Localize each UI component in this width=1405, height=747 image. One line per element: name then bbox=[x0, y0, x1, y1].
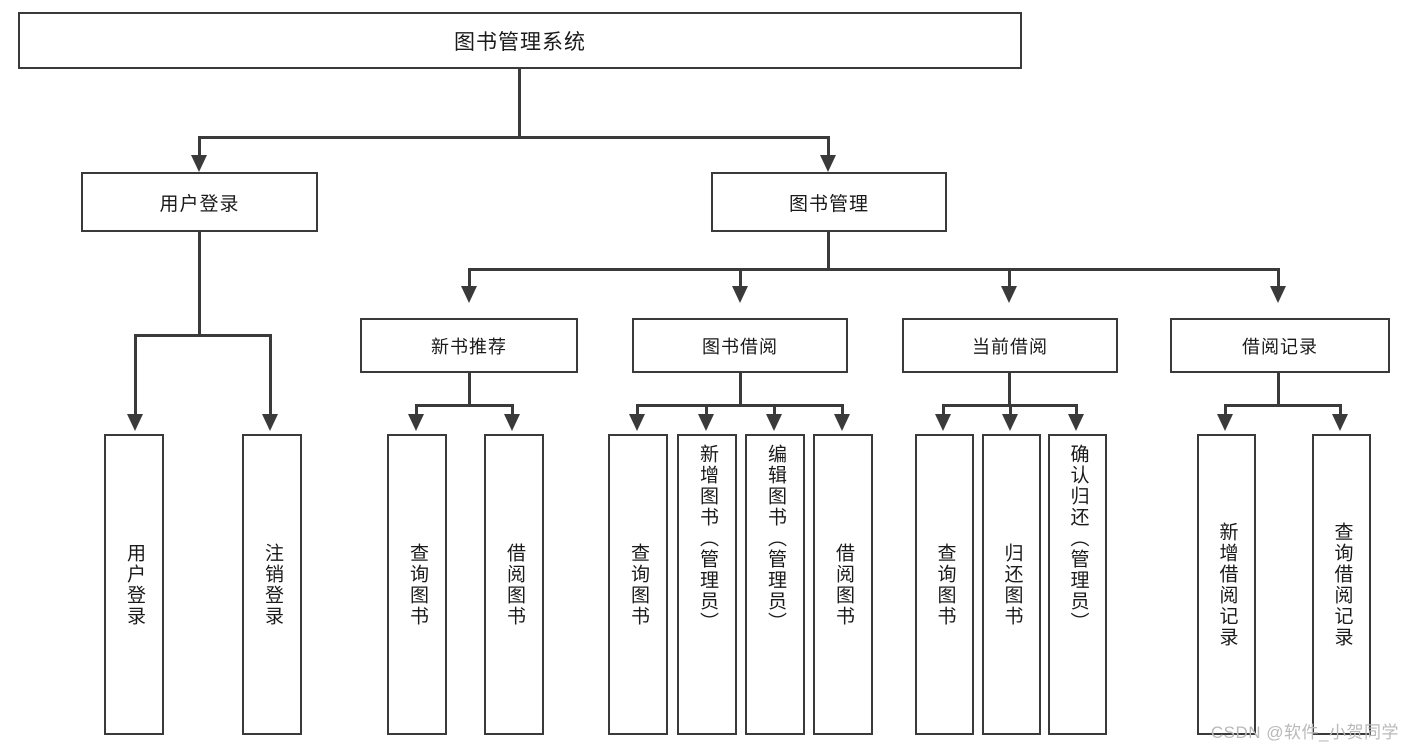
node-user-login-label: 用户登录 bbox=[159, 193, 240, 215]
leaf-edit-book-label: 编辑图书（管理员） bbox=[764, 444, 786, 633]
node-book-manage[interactable]: 图书管理 bbox=[711, 172, 947, 232]
node-book-manage-label: 图书管理 bbox=[788, 193, 869, 215]
arrowhead-query-book-1 bbox=[408, 414, 424, 431]
node-current-borrow[interactable]: 当前借阅 bbox=[902, 318, 1118, 373]
arrowhead-borrow-record bbox=[1270, 286, 1286, 303]
arrowhead-borrow-book-2 bbox=[834, 414, 850, 431]
arrowhead-edit-book bbox=[766, 414, 782, 431]
connector-root-to-user-login bbox=[198, 136, 201, 158]
node-user-login[interactable]: 用户登录 bbox=[81, 172, 318, 232]
connector-current-borrow-c2 bbox=[1009, 404, 1012, 416]
leaf-add-borrow-record-label: 新增借阅记录 bbox=[1216, 521, 1238, 648]
arrowhead-current-borrow bbox=[1001, 286, 1017, 303]
leaf-return-book-label: 归还图书 bbox=[1001, 542, 1023, 627]
leaf-query-book-newbook-label: 查询图书 bbox=[406, 542, 428, 627]
connector-root-to-book-manage bbox=[827, 136, 830, 158]
arrowhead-query-book-3 bbox=[935, 414, 951, 431]
connector-borrow-record-stem bbox=[1277, 373, 1280, 406]
connector-new-book-c2 bbox=[511, 404, 514, 416]
connector-borrow-record-bar bbox=[1224, 404, 1342, 407]
connector-user-login-stem bbox=[198, 232, 201, 336]
connector-new-book-stem bbox=[468, 373, 471, 406]
leaf-user-login[interactable]: 用户登录 bbox=[104, 434, 164, 735]
arrowhead-root-to-user-login bbox=[191, 155, 207, 172]
connector-user-login-right bbox=[269, 334, 272, 416]
connector-user-login-left bbox=[134, 334, 137, 416]
connector-borrow-record-c1 bbox=[1224, 404, 1227, 416]
node-new-book-recommend[interactable]: 新书推荐 bbox=[360, 318, 578, 373]
node-borrow-record[interactable]: 借阅记录 bbox=[1170, 318, 1390, 373]
node-root-label: 图书管理系统 bbox=[454, 30, 586, 54]
leaf-query-borrow-record-label: 查询借阅记录 bbox=[1331, 521, 1353, 648]
arrowhead-confirm-return bbox=[1068, 414, 1084, 431]
leaf-add-book[interactable]: 新增图书（管理员） bbox=[677, 434, 737, 735]
connector-book-borrow-stem bbox=[739, 373, 742, 406]
leaf-borrow-book-newbook-label: 借阅图书 bbox=[503, 542, 525, 627]
arrowhead-query-record bbox=[1332, 414, 1348, 431]
leaf-logout[interactable]: 注销登录 bbox=[242, 434, 302, 735]
connector-to-book-borrow bbox=[739, 268, 742, 288]
connector-new-book-c1 bbox=[415, 404, 418, 416]
leaf-query-book-borrow[interactable]: 查询图书 bbox=[608, 434, 668, 735]
node-book-borrow-label: 图书借阅 bbox=[702, 336, 778, 357]
arrowhead-borrow-book-1 bbox=[504, 414, 520, 431]
leaf-borrow-book[interactable]: 借阅图书 bbox=[813, 434, 873, 735]
arrowhead-add-record bbox=[1217, 414, 1233, 431]
connector-to-borrow-record bbox=[1277, 268, 1280, 288]
arrowhead-leaf-logout bbox=[262, 414, 278, 431]
node-new-book-recommend-label: 新书推荐 bbox=[431, 336, 507, 357]
connector-user-login-bar bbox=[134, 334, 272, 337]
connector-book-borrow-c1 bbox=[636, 404, 639, 416]
connector-current-borrow-c3 bbox=[1075, 404, 1078, 416]
connector-current-borrow-c1 bbox=[942, 404, 945, 416]
connector-root-bar bbox=[198, 136, 830, 139]
arrowhead-query-book-2 bbox=[629, 414, 645, 431]
leaf-query-book-current-label: 查询图书 bbox=[934, 542, 956, 627]
leaf-borrow-book-label: 借阅图书 bbox=[832, 542, 854, 627]
arrowhead-return-book bbox=[1002, 414, 1018, 431]
arrowhead-new-book bbox=[461, 286, 477, 303]
node-current-borrow-label: 当前借阅 bbox=[972, 336, 1048, 357]
node-book-borrow[interactable]: 图书借阅 bbox=[632, 318, 848, 373]
arrowhead-book-borrow bbox=[732, 286, 748, 303]
connector-borrow-record-c2 bbox=[1339, 404, 1342, 416]
connector-book-manage-stem bbox=[827, 232, 830, 271]
node-borrow-record-label: 借阅记录 bbox=[1242, 336, 1318, 357]
connector-book-manage-bar bbox=[468, 268, 1280, 271]
leaf-user-login-label: 用户登录 bbox=[123, 542, 145, 627]
connector-book-borrow-bar bbox=[636, 404, 843, 407]
connector-current-borrow-stem bbox=[1008, 373, 1011, 406]
leaf-query-book-newbook[interactable]: 查询图书 bbox=[387, 434, 447, 735]
leaf-query-book-current[interactable]: 查询图书 bbox=[915, 434, 974, 735]
connector-to-current-borrow bbox=[1008, 268, 1011, 288]
leaf-add-book-label: 新增图书（管理员） bbox=[696, 444, 718, 633]
connector-to-new-book bbox=[468, 268, 471, 288]
leaf-edit-book[interactable]: 编辑图书（管理员） bbox=[745, 434, 805, 735]
leaf-borrow-book-newbook[interactable]: 借阅图书 bbox=[484, 434, 544, 735]
arrowhead-root-to-book-manage bbox=[820, 155, 836, 172]
node-root[interactable]: 图书管理系统 bbox=[18, 12, 1022, 69]
connector-root-stem bbox=[518, 69, 521, 138]
leaf-query-borrow-record[interactable]: 查询借阅记录 bbox=[1312, 434, 1371, 735]
connector-book-borrow-c4 bbox=[841, 404, 844, 416]
leaf-add-borrow-record[interactable]: 新增借阅记录 bbox=[1197, 434, 1256, 735]
leaf-query-book-borrow-label: 查询图书 bbox=[627, 542, 649, 627]
arrowhead-leaf-user-login bbox=[127, 414, 143, 431]
leaf-confirm-return-label: 确认归还（管理员） bbox=[1067, 444, 1089, 633]
leaf-confirm-return[interactable]: 确认归还（管理员） bbox=[1048, 434, 1107, 735]
arrowhead-add-book bbox=[698, 414, 714, 431]
connector-new-book-bar bbox=[415, 404, 514, 407]
leaf-logout-label: 注销登录 bbox=[261, 542, 283, 627]
connector-book-borrow-c2 bbox=[705, 404, 708, 416]
leaf-return-book[interactable]: 归还图书 bbox=[982, 434, 1041, 735]
connector-book-borrow-c3 bbox=[773, 404, 776, 416]
